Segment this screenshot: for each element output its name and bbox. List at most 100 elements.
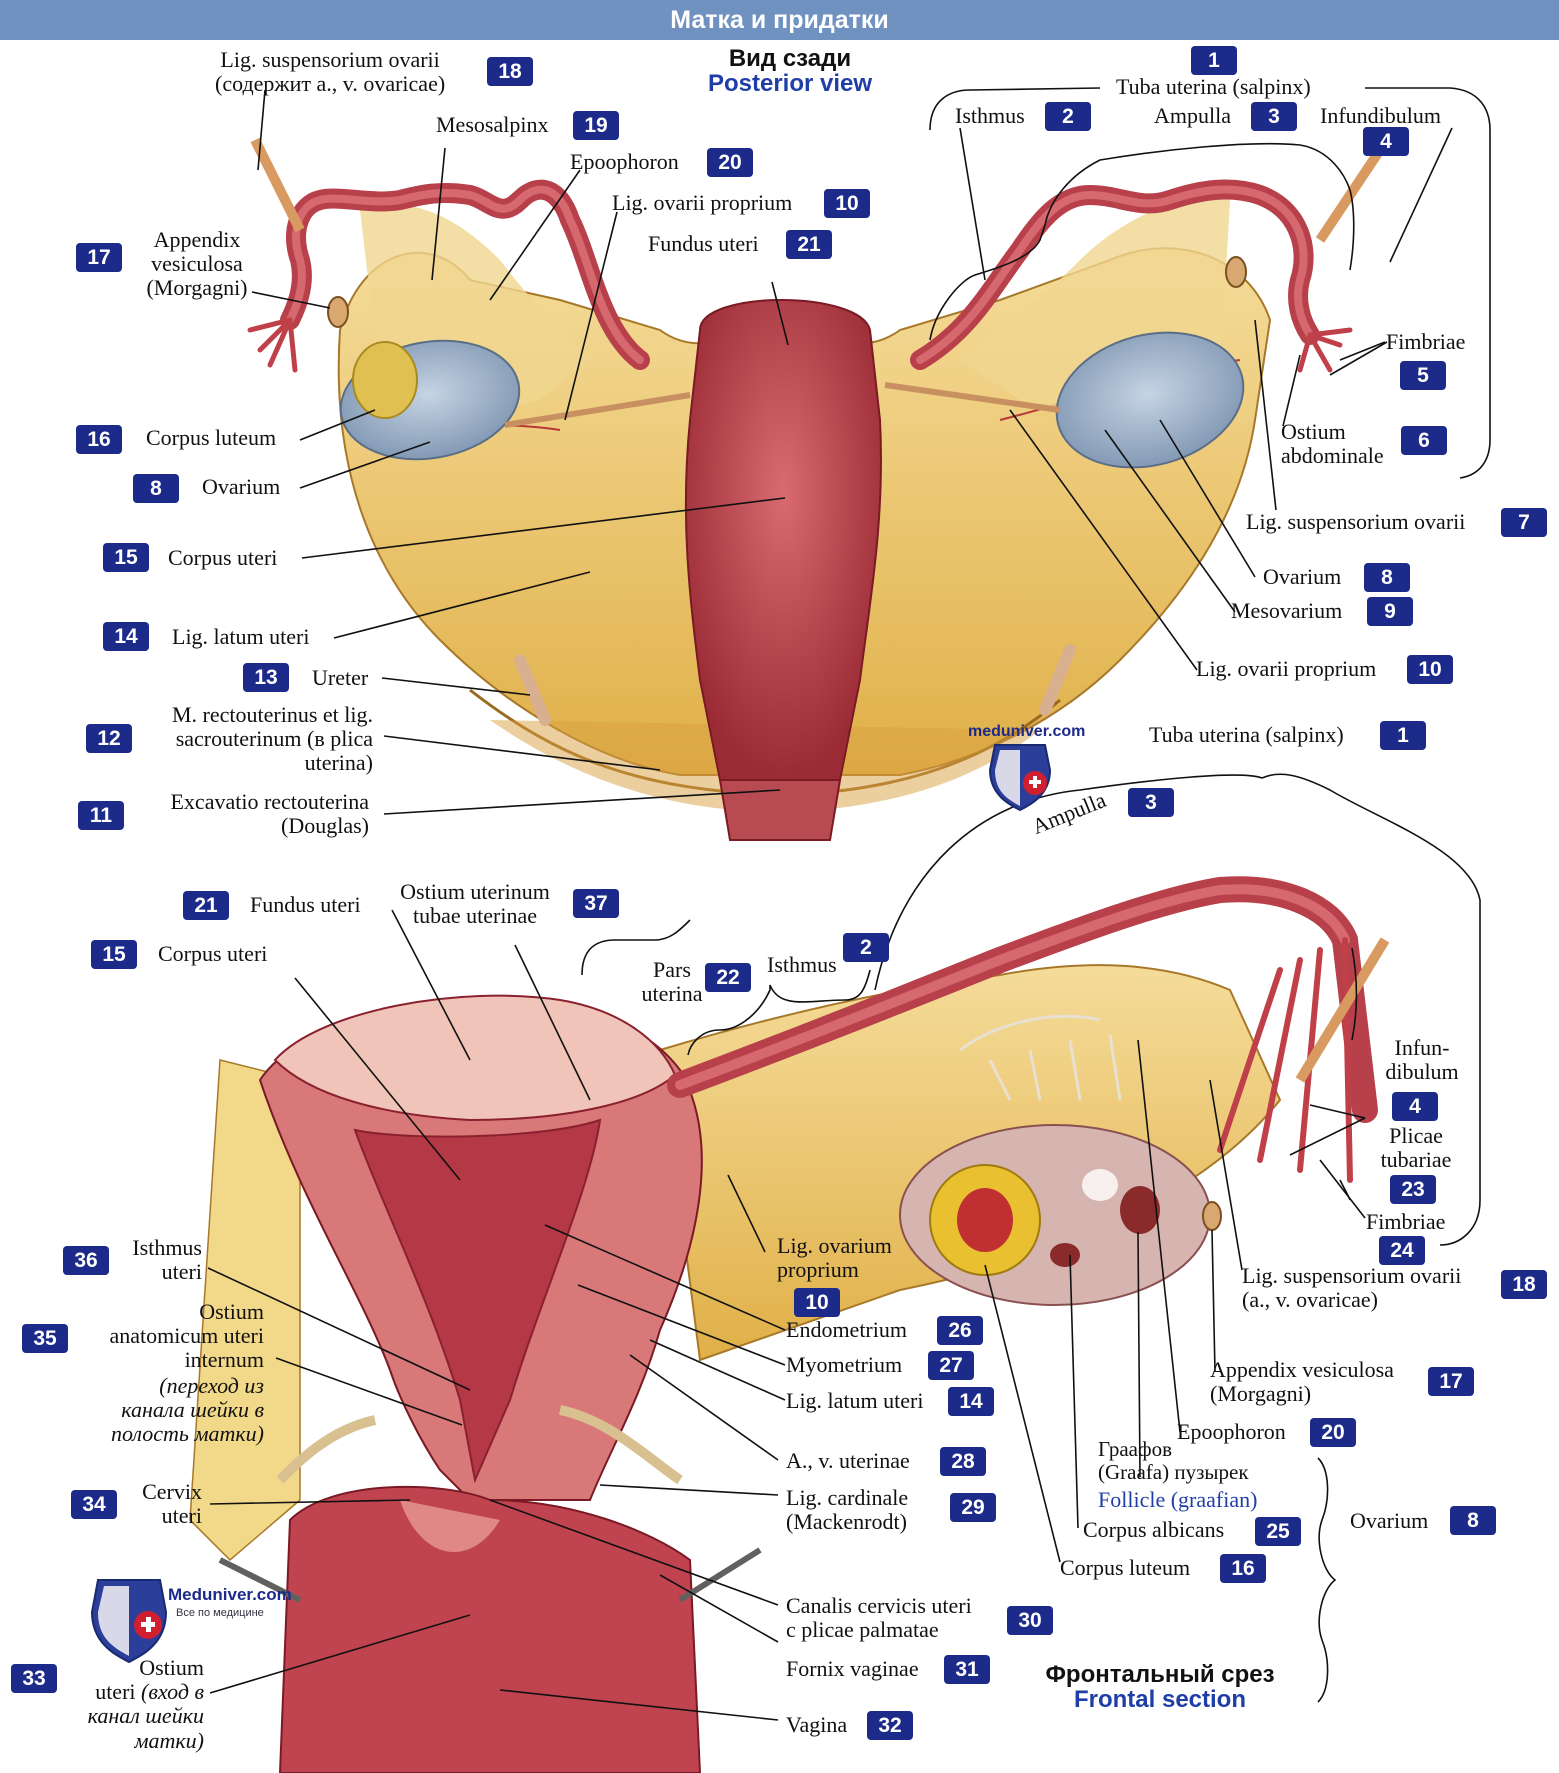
badge-20-bottom: 20 <box>1310 1418 1356 1447</box>
label-lig-suspensorium-ovarii-bottom: Lig. suspensorium ovarii(a., v. ovaricae… <box>1242 1263 1462 1313</box>
badge-13: 13 <box>243 663 289 692</box>
watermark-text-bottom: Meduniver.com <box>168 1585 292 1604</box>
badge-8-right: 8 <box>1364 563 1410 592</box>
badge-15-bottom: 15 <box>91 940 137 969</box>
label-ovarium-right: Ovarium <box>1263 564 1342 589</box>
badge-21-bottom: 21 <box>183 891 229 920</box>
label-a-v-uterinae: A., v. uterinae <box>786 1448 910 1473</box>
badge-16: 16 <box>76 425 122 454</box>
label-graafian-follicle-ru: Граафов(Graafa) пузырек <box>1098 1437 1249 1485</box>
label-epoophoron-bottom: Epoophoron <box>1177 1419 1286 1444</box>
badge-37: 37 <box>573 889 619 918</box>
badge-8-bottom: 8 <box>1450 1506 1496 1535</box>
posterior-view-title: Вид сзади Posterior view <box>707 45 873 98</box>
posterior-leader-lines <box>251 87 1491 815</box>
label-ovarium: Ovarium <box>202 474 281 499</box>
badge-22: 22 <box>705 963 751 992</box>
badge-2-bottom: 2 <box>843 933 889 962</box>
badge-36: 36 <box>63 1246 109 1275</box>
badge-10-bottom: 10 <box>794 1288 840 1317</box>
label-endometrium: Endometrium <box>786 1317 907 1342</box>
label-fimbriae: Fimbriae <box>1386 329 1466 354</box>
badge-4: 4 <box>1363 127 1409 156</box>
label-lig-ovarii-proprium-right: Lig. ovarii proprium <box>1196 656 1377 681</box>
watermark-shield-top <box>988 744 1052 812</box>
badge-17: 17 <box>76 243 122 272</box>
badge-25: 25 <box>1255 1517 1301 1546</box>
badge-2: 2 <box>1045 102 1091 131</box>
badge-14-bottom: 14 <box>948 1387 994 1416</box>
badge-7: 7 <box>1501 508 1547 537</box>
frontal-leader-lines <box>207 773 1481 1721</box>
badge-19: 19 <box>573 111 619 140</box>
badge-9: 9 <box>1367 597 1413 626</box>
badge-21: 21 <box>786 230 832 259</box>
label-isthmus: Isthmus <box>955 103 1025 128</box>
badge-35: 35 <box>22 1324 68 1353</box>
label-corpus-luteum-bottom: Corpus luteum <box>1060 1555 1191 1580</box>
label-lig-suspensorium-ovarii-7: Lig. suspensorium ovarii <box>1246 509 1466 534</box>
badge-11: 11 <box>78 801 124 830</box>
watermark-shield-bottom <box>90 1579 168 1664</box>
label-fundus-uteri-bottom: Fundus uteri <box>250 892 361 917</box>
badge-3-bottom: 3 <box>1128 788 1174 817</box>
badge-32: 32 <box>867 1711 913 1740</box>
page-title: Матка и придатки <box>670 6 889 34</box>
label-corpus-uteri-bottom: Corpus uteri <box>158 941 268 966</box>
badge-1: 1 <box>1191 46 1237 75</box>
badge-18: 18 <box>487 57 533 86</box>
label-fornix-vaginae: Fornix vaginae <box>786 1656 919 1681</box>
badge-23: 23 <box>1390 1175 1436 1204</box>
badge-12: 12 <box>86 724 132 753</box>
label-tuba-uterina: Tuba uterina (salpinx) <box>1116 74 1311 99</box>
label-corpus-albicans: Corpus albicans <box>1083 1517 1225 1542</box>
badge-3: 3 <box>1251 102 1297 131</box>
page-title-bar: Матка и придатки <box>0 0 1559 40</box>
frontal-section-title: Фронтальный срез Frontal section <box>1045 1661 1275 1714</box>
label-ureter: Ureter <box>312 665 369 690</box>
badge-34: 34 <box>71 1490 117 1519</box>
frontal-section-drawing <box>189 876 1390 1773</box>
label-ovarium-group: Ovarium <box>1350 1508 1429 1533</box>
badge-20: 20 <box>707 148 753 177</box>
badge-10-right: 10 <box>1407 655 1453 684</box>
label-fimbriae-bottom: Fimbriae <box>1366 1209 1446 1234</box>
badge-16-bottom: 16 <box>1220 1554 1266 1583</box>
label-corpus-luteum: Corpus luteum <box>146 425 277 450</box>
badge-26: 26 <box>937 1316 983 1345</box>
label-lig-cardinale: Lig. cardinale(Mackenrodt) <box>786 1485 909 1535</box>
label-mesosalpinx: Mesosalpinx <box>436 112 549 137</box>
label-myometrium: Myometrium <box>786 1352 903 1377</box>
badge-17-bottom: 17 <box>1428 1367 1474 1396</box>
badge-15: 15 <box>103 543 149 572</box>
badge-18-bottom: 18 <box>1501 1270 1547 1299</box>
label-mesovarium: Mesovarium <box>1231 598 1343 623</box>
badge-6: 6 <box>1401 426 1447 455</box>
badge-28: 28 <box>940 1447 986 1476</box>
label-infundibulum-bottom: Infun-dibulum <box>1385 1035 1459 1085</box>
badge-29: 29 <box>950 1493 996 1522</box>
label-vagina: Vagina <box>786 1712 848 1737</box>
label-m-rectouterinus: M. rectouterinus et lig.sacrouterinum (в… <box>171 702 373 776</box>
badge-10: 10 <box>824 189 870 218</box>
label-ampulla: Ampulla <box>1154 103 1231 128</box>
badge-24: 24 <box>1379 1236 1425 1265</box>
badge-5: 5 <box>1400 361 1446 390</box>
badge-31: 31 <box>944 1655 990 1684</box>
label-tuba-uterina-bottom: Tuba uterina (salpinx) <box>1149 722 1344 747</box>
posterior-view-drawing <box>247 137 1385 841</box>
label-isthmus-bottom: Isthmus <box>767 952 837 977</box>
badge-4-bottom: 4 <box>1392 1092 1438 1121</box>
label-appendix-vesiculosa-bottom: Appendix vesiculosa(Morgagni) <box>1210 1357 1394 1407</box>
